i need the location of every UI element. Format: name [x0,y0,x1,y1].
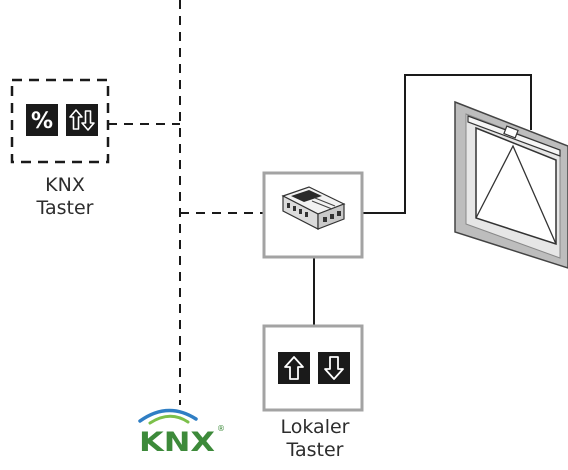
knx-logo: KNX ® [138,408,225,458]
percent-symbol: % [31,109,53,134]
actuator-module-icon [281,186,346,230]
local-button-label: Lokaler Taster [255,416,375,462]
up-key [278,352,310,384]
actuator-box [262,171,364,259]
percent-key: % [26,104,58,136]
knx-logo-text: KNX [139,427,215,458]
knx-logo-arc-green [148,414,190,425]
local-button-label-line2: Taster [286,439,344,461]
arrow-down-icon [324,356,344,380]
arrow-up-icon [284,356,304,380]
up-down-arrows-icon [69,109,95,131]
roof-window-icon [454,100,568,269]
knx-button-label-line1: KNX [45,174,85,196]
local-button-label-line1: Lokaler [280,416,350,438]
actuator-to-window-wire [362,74,532,214]
local-button-box [262,324,364,412]
down-key [318,352,350,384]
knx-button-label: KNX Taster [20,174,110,220]
up-down-key [66,104,98,136]
knx-button-box: % [10,78,110,164]
knx-logo-registered-mark: ® [217,424,225,433]
knx-button-label-line2: Taster [36,197,94,219]
knx-logo-arc-blue [138,408,198,423]
